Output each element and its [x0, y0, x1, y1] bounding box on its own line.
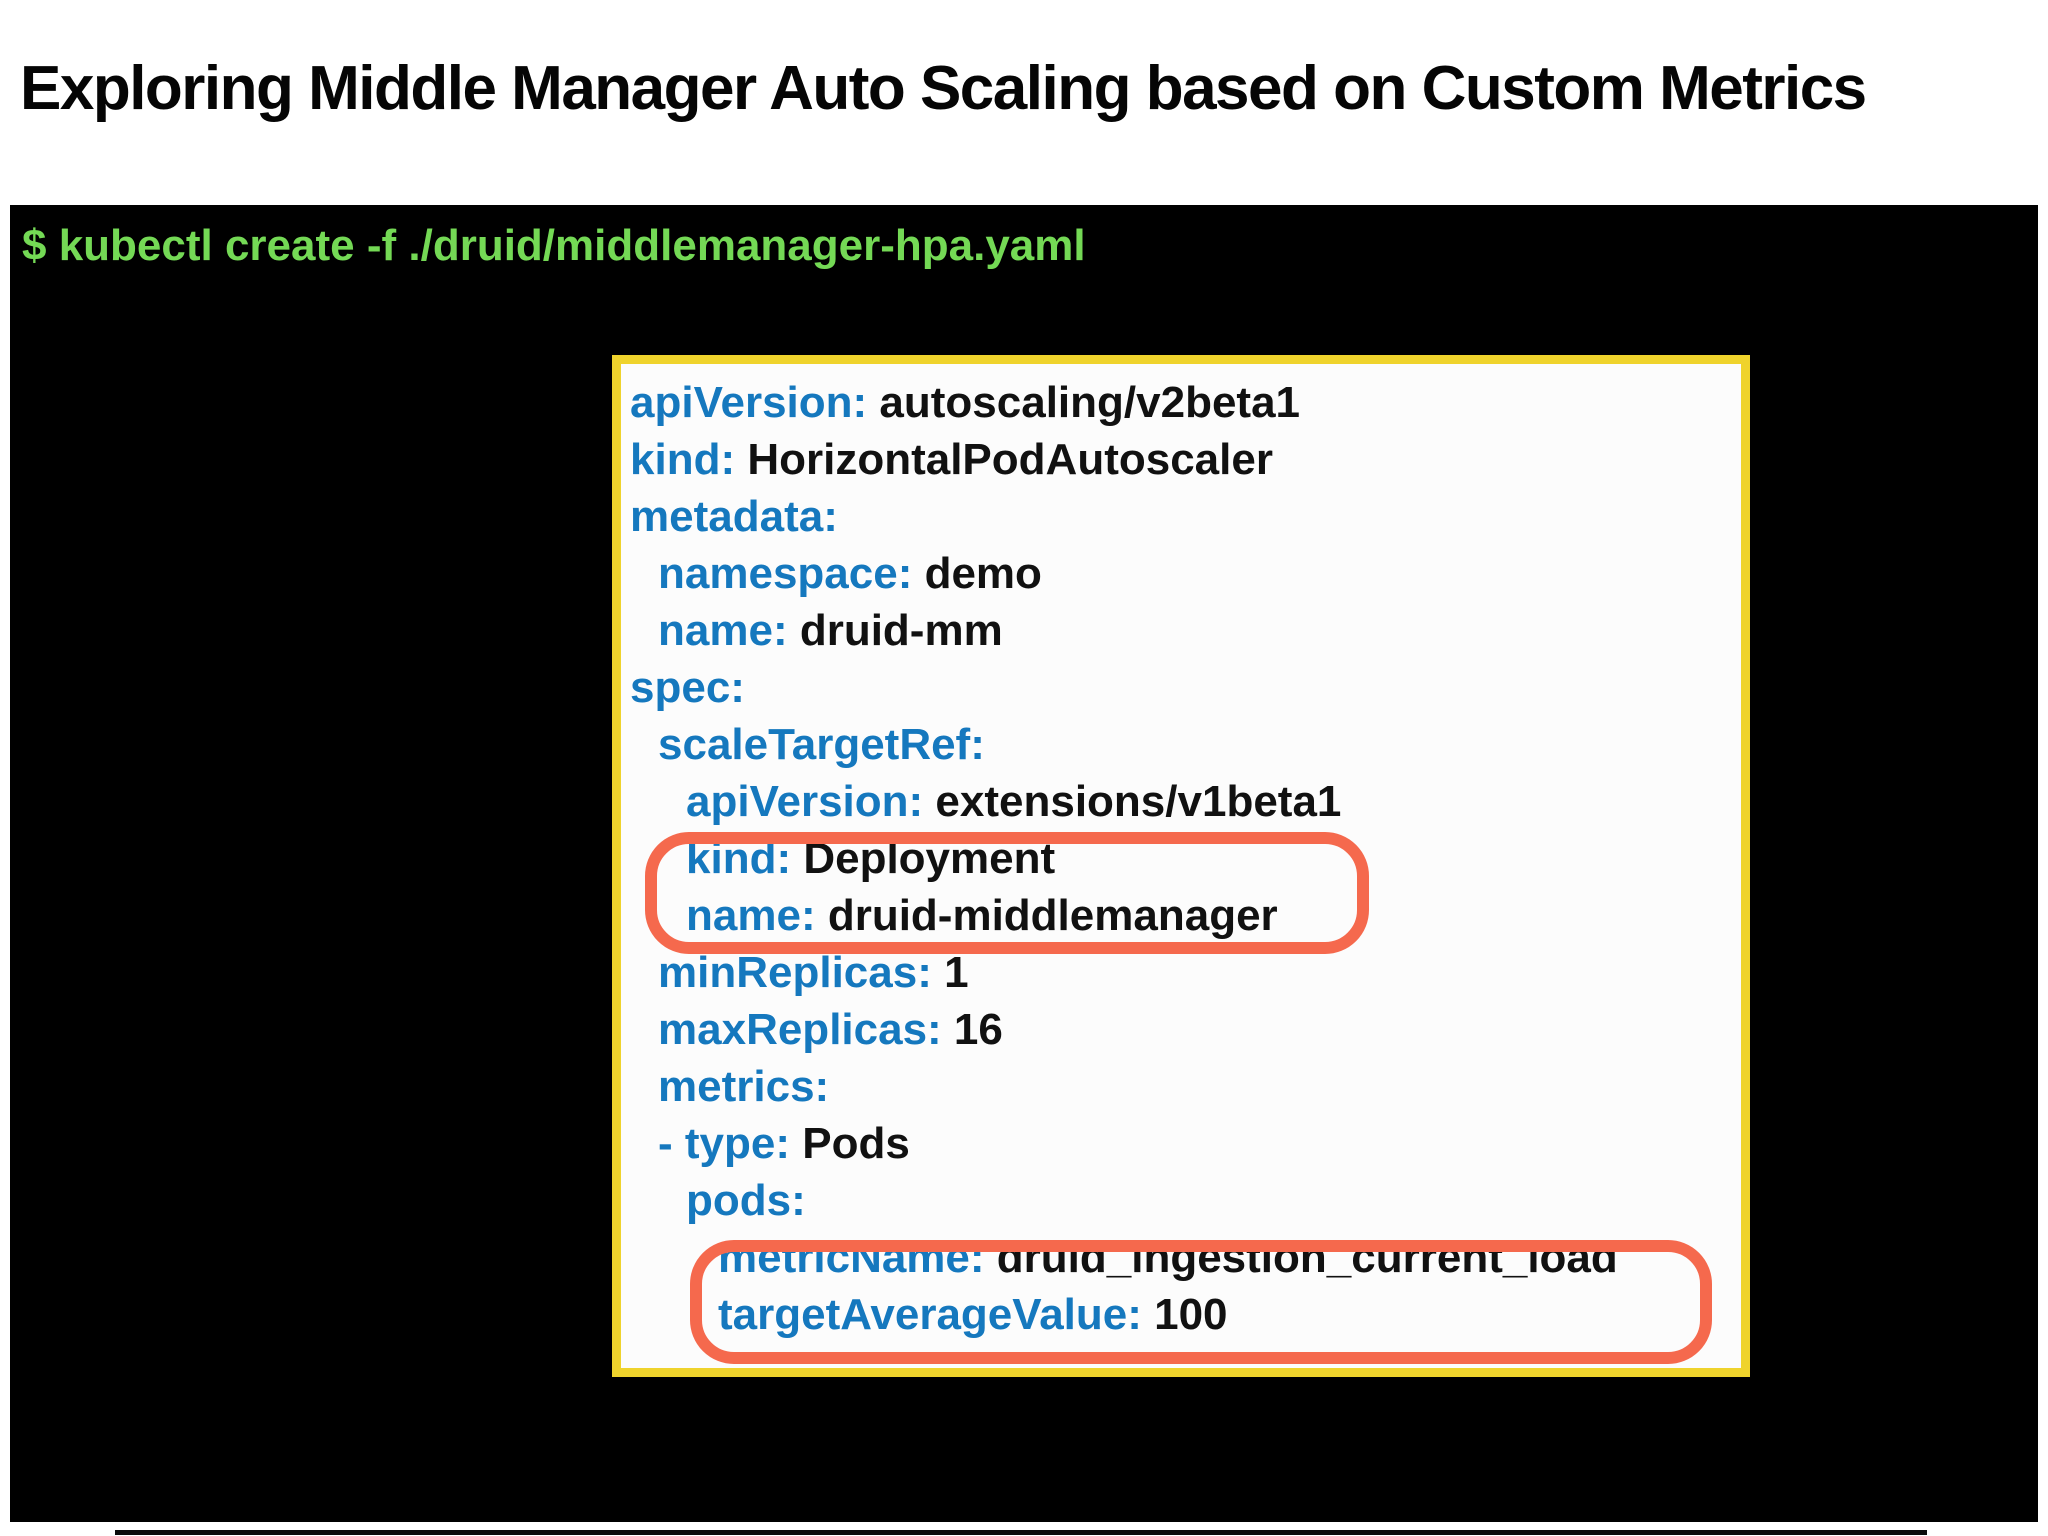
- yaml-line: name: druid-middlemanager: [630, 887, 1741, 944]
- slide-title: Exploring Middle Manager Auto Scaling ba…: [20, 54, 1867, 123]
- yaml-line: namespace: demo: [630, 545, 1741, 602]
- yaml-value: druid-mm: [787, 606, 1003, 655]
- highlight-scale-target-ref-box: [645, 832, 1369, 954]
- yaml-key: name:: [686, 891, 816, 940]
- yaml-key: kind:: [630, 435, 736, 484]
- terminal-command: $ kubectl create -f ./druid/middlemanage…: [22, 221, 1086, 270]
- yaml-key: targetAverageValue:: [718, 1290, 1142, 1339]
- yaml-value: druid-middlemanager: [815, 891, 1278, 940]
- yaml-key: name:: [658, 606, 788, 655]
- yaml-line: targetAverageValue: 100: [630, 1286, 1741, 1343]
- yaml-key: maxReplicas:: [658, 1005, 942, 1054]
- yaml-line: apiVersion: extensions/v1beta1: [630, 773, 1741, 830]
- yaml-value: HorizontalPodAutoscaler: [735, 435, 1273, 484]
- yaml-line: maxReplicas: 16: [630, 1001, 1741, 1058]
- yaml-line: metrics:: [630, 1058, 1741, 1115]
- yaml-value: 100: [1141, 1290, 1228, 1339]
- yaml-value: demo: [912, 549, 1042, 598]
- yaml-line: - type: Pods: [630, 1115, 1741, 1172]
- yaml-key: spec:: [630, 663, 745, 712]
- yaml-value: 1: [931, 948, 969, 997]
- highlight-custom-metric-box: [690, 1240, 1712, 1364]
- yaml-value: extensions/v1beta1: [923, 777, 1342, 826]
- terminal-window: $ kubectl create -f ./druid/middlemanage…: [10, 205, 2038, 1522]
- yaml-key: scaleTargetRef:: [658, 720, 985, 769]
- bottom-edge-line: [115, 1530, 1927, 1535]
- yaml-value: 16: [941, 1005, 1003, 1054]
- yaml-file-panel: apiVersion: autoscaling/v2beta1 kind: Ho…: [612, 355, 1750, 1377]
- yaml-key: pods:: [686, 1176, 806, 1225]
- yaml-line: scaleTargetRef:: [630, 716, 1741, 773]
- yaml-value: autoscaling/v2beta1: [867, 378, 1301, 427]
- yaml-line: pods:: [630, 1172, 1741, 1229]
- yaml-line: spec:: [630, 659, 1741, 716]
- yaml-key: apiVersion:: [630, 378, 868, 427]
- yaml-content: apiVersion: autoscaling/v2beta1 kind: Ho…: [621, 364, 1741, 1343]
- yaml-key: minReplicas:: [658, 948, 932, 997]
- yaml-line: name: druid-mm: [630, 602, 1741, 659]
- yaml-line: apiVersion: autoscaling/v2beta1: [630, 374, 1741, 431]
- yaml-key: namespace:: [658, 549, 913, 598]
- yaml-line: metadata:: [630, 488, 1741, 545]
- yaml-value: Pods: [790, 1119, 910, 1168]
- yaml-line: kind: HorizontalPodAutoscaler: [630, 431, 1741, 488]
- yaml-key: apiVersion:: [686, 777, 924, 826]
- yaml-key: metadata:: [630, 492, 838, 541]
- yaml-key: metrics:: [658, 1062, 830, 1111]
- yaml-line: minReplicas: 1: [630, 944, 1741, 1001]
- yaml-key: - type:: [658, 1119, 790, 1168]
